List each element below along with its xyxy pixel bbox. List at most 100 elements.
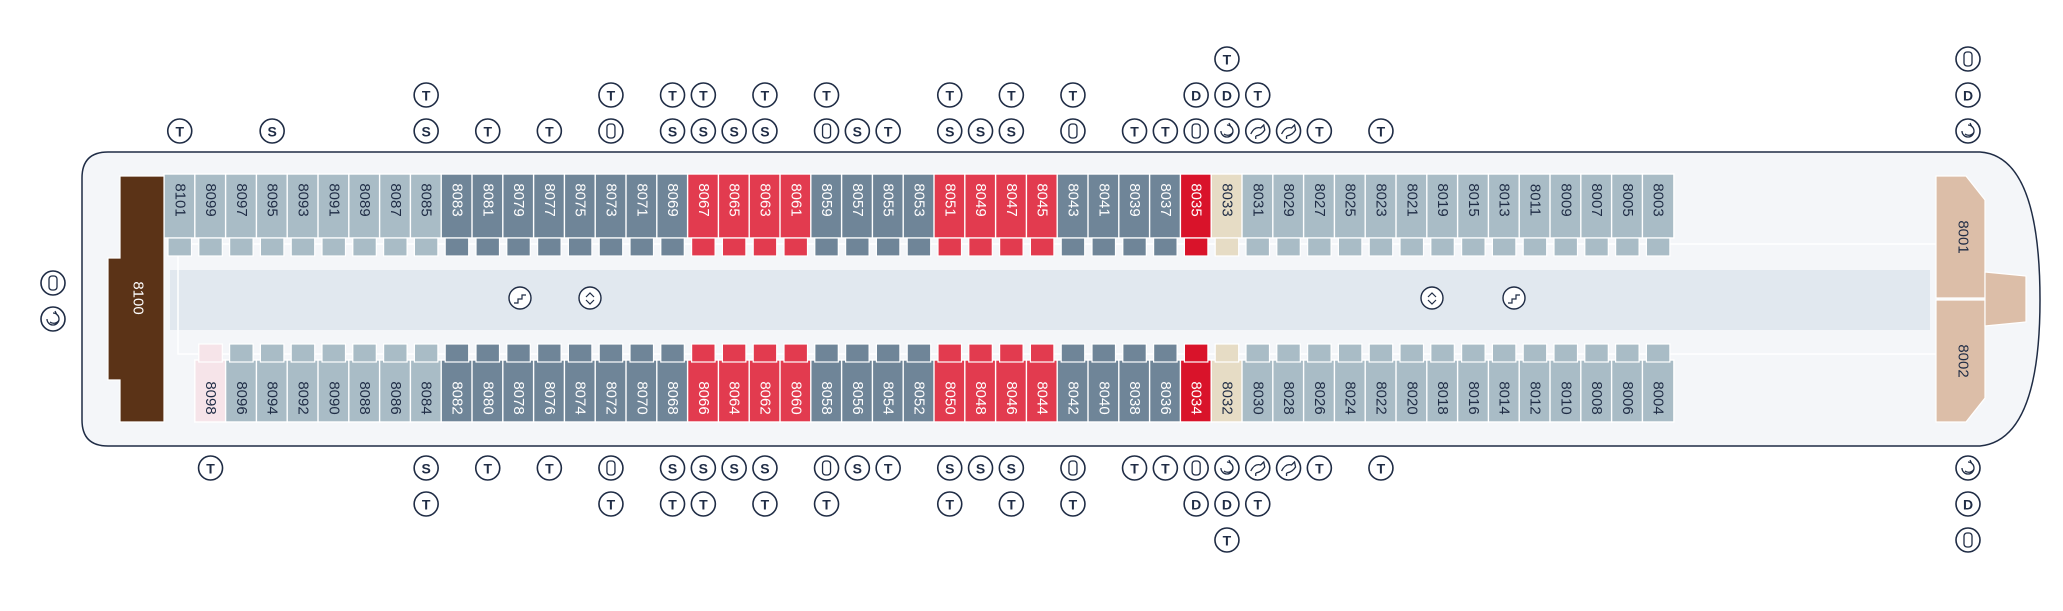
cabin-8096[interactable]: 8096 [224,359,258,423]
cabin-8043[interactable]: 8043 [1056,173,1090,239]
cabin-8093[interactable]: 8093 [286,173,320,239]
cabin-8099[interactable]: 8099 [194,173,228,239]
cabin-8072[interactable]: 8072 [594,359,628,423]
cabin-8094[interactable]: 8094 [255,359,289,423]
cabin-8039[interactable]: 8039 [1118,173,1152,239]
cabin-8071[interactable]: 8071 [625,173,659,239]
cabin-8080[interactable]: 8080 [471,359,505,423]
cabin-8044[interactable]: 8044 [1025,359,1059,423]
cabin-8061[interactable]: 8061 [779,173,813,239]
cabin-8057[interactable]: 8057 [840,173,874,239]
cabin-8041[interactable]: 8041 [1087,173,1121,239]
cabin-8015[interactable]: 8015 [1456,173,1490,239]
cabin-8092[interactable]: 8092 [286,359,320,423]
cabin-8048[interactable]: 8048 [964,359,997,423]
cabin-8050[interactable]: 8050 [933,359,967,423]
cabin-8056[interactable]: 8056 [840,359,874,423]
cabin-8081[interactable]: 8081 [471,173,505,239]
cabin-8003[interactable]: 8003 [1641,173,1675,239]
cabin-8040[interactable]: 8040 [1087,359,1121,423]
cabin-8008[interactable]: 8008 [1580,359,1614,423]
cabin-8090[interactable]: 8090 [317,359,351,423]
cabin-8054[interactable]: 8054 [871,359,905,423]
cabin-8074[interactable]: 8074 [563,359,597,423]
cabin-8001[interactable]: 8001 [1935,175,1986,299]
cabin-8067[interactable]: 8067 [686,173,720,239]
cabin-8032[interactable]: 8032 [1210,359,1244,423]
cabin-8018[interactable]: 8018 [1426,359,1460,423]
cabin-8075[interactable]: 8075 [563,173,597,239]
cabin-8034[interactable]: 8034 [1179,359,1213,423]
cabin-8045[interactable]: 8045 [1025,173,1059,239]
cabin-8002[interactable]: 8002 [1935,299,1986,423]
cabin-8024[interactable]: 8024 [1333,359,1367,423]
cabin-8004[interactable]: 8004 [1641,359,1675,423]
cabin-8052[interactable]: 8052 [902,359,936,423]
cabin-8097[interactable]: 8097 [224,173,258,239]
cabin-8100[interactable]: 8100 [107,175,165,423]
cabin-8011[interactable]: 8011 [1518,173,1552,239]
cabin-8009[interactable]: 8009 [1549,173,1583,239]
cabin-8042[interactable]: 8042 [1056,359,1090,423]
cabin-8060[interactable]: 8060 [779,359,813,423]
cabin-8020[interactable]: 8020 [1395,359,1429,423]
cabin-8087[interactable]: 8087 [378,173,412,239]
cabin-8030[interactable]: 8030 [1241,359,1275,423]
cabin-8062[interactable]: 8062 [748,359,782,423]
cabin-8036[interactable]: 8036 [1148,359,1182,423]
cabin-8051[interactable]: 8051 [933,173,967,239]
cabin-8095[interactable]: 8095 [255,173,289,239]
cabin-8088[interactable]: 8088 [348,359,381,423]
cabin-8069[interactable]: 8069 [656,173,689,239]
cabin-8025[interactable]: 8025 [1333,173,1367,239]
cabin-8091[interactable]: 8091 [317,173,351,239]
cabin-8089[interactable]: 8089 [348,173,381,239]
cabin-8035[interactable]: 8035 [1179,173,1213,239]
cabin-8037[interactable]: 8037 [1148,173,1182,239]
cabin-8070[interactable]: 8070 [625,359,659,423]
cabin-8038[interactable]: 8038 [1118,359,1152,423]
cabin-8063[interactable]: 8063 [748,173,782,239]
cabin-8022[interactable]: 8022 [1364,359,1398,423]
cabin-8014[interactable]: 8014 [1487,359,1521,423]
cabin-8016[interactable]: 8016 [1456,359,1490,423]
cabin-8083[interactable]: 8083 [440,173,474,239]
cabin-8059[interactable]: 8059 [810,173,843,239]
cabin-8047[interactable]: 8047 [994,173,1028,239]
cabin-8049[interactable]: 8049 [964,173,997,239]
cabin-8019[interactable]: 8019 [1426,173,1460,239]
cabin-8010[interactable]: 8010 [1549,359,1583,423]
cabin-8077[interactable]: 8077 [532,173,566,239]
cabin-8082[interactable]: 8082 [440,359,474,423]
cabin-8027[interactable]: 8027 [1302,173,1336,239]
cabin-8098[interactable]: 8098 [194,359,228,423]
cabin-8012[interactable]: 8012 [1518,359,1552,423]
cabin-8078[interactable]: 8078 [502,359,535,423]
cabin-8005[interactable]: 8005 [1610,173,1644,239]
cabin-8021[interactable]: 8021 [1395,173,1429,239]
cabin-8028[interactable]: 8028 [1272,359,1306,423]
cabin-8076[interactable]: 8076 [532,359,566,423]
cabin-8006[interactable]: 8006 [1610,359,1644,423]
cabin-8013[interactable]: 8013 [1487,173,1521,239]
cabin-8079[interactable]: 8079 [502,173,535,239]
cabin-8066[interactable]: 8066 [686,359,720,423]
cabin-8031[interactable]: 8031 [1241,173,1275,239]
cabin-8085[interactable]: 8085 [409,173,443,239]
cabin-8046[interactable]: 8046 [994,359,1028,423]
cabin-8086[interactable]: 8086 [378,359,412,423]
cabin-8084[interactable]: 8084 [409,359,443,423]
cabin-8033[interactable]: 8033 [1210,173,1244,239]
cabin-8065[interactable]: 8065 [717,173,751,239]
cabin-8064[interactable]: 8064 [717,359,751,423]
cabin-8053[interactable]: 8053 [902,173,936,239]
cabin-8007[interactable]: 8007 [1580,173,1614,239]
cabin-8058[interactable]: 8058 [810,359,843,423]
cabin-8068[interactable]: 8068 [656,359,689,423]
cabin-8023[interactable]: 8023 [1364,173,1398,239]
cabin-8029[interactable]: 8029 [1272,173,1306,239]
cabin-8055[interactable]: 8055 [871,173,905,239]
cabin-8026[interactable]: 8026 [1302,359,1336,423]
cabin-8101[interactable]: 8101 [163,173,197,239]
cabin-8073[interactable]: 8073 [594,173,628,239]
